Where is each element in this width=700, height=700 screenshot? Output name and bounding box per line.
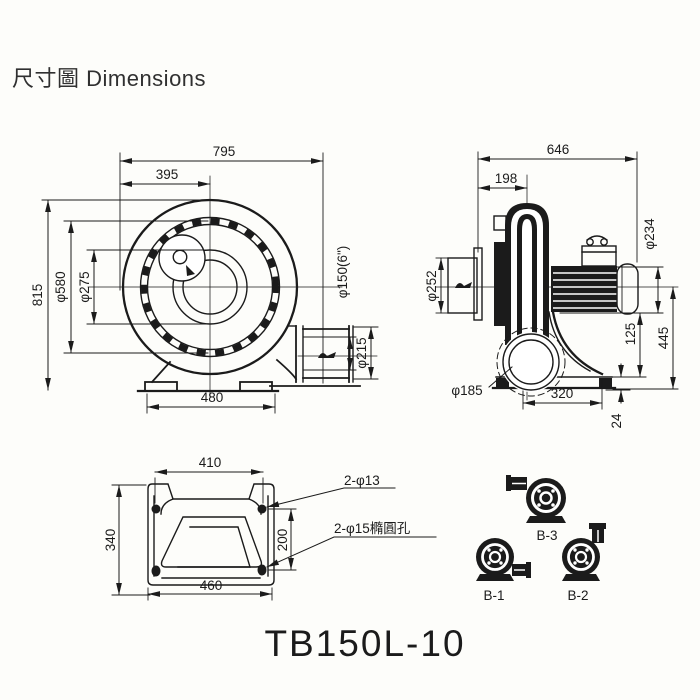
dim-base-width: 460	[200, 578, 223, 593]
orientation-b3: B-3	[506, 475, 566, 543]
dim-side-center-height: 445	[656, 327, 671, 350]
orientation-b2: B-2	[562, 523, 606, 603]
dim-front-foot-span: 480	[201, 390, 224, 405]
dim-side-base-thickness: 24	[609, 413, 624, 429]
dim-side-flange-to-center: 198	[495, 171, 518, 186]
front-view: 795 395 815 φ580 φ275 φ150(6")	[30, 144, 379, 414]
front-center-lines	[87, 175, 378, 398]
side-scroll-casing	[505, 203, 549, 351]
dim-front-inlet-flange: φ275	[77, 271, 92, 302]
model-number: TB150L-10	[264, 623, 465, 664]
front-outlet-duct	[295, 325, 357, 383]
mount-hole-oval	[257, 564, 267, 576]
label-oval-holes: 2-φ15橢圓孔	[334, 521, 411, 536]
mount-hole	[257, 504, 267, 514]
side-dimensions: 646 198 φ234 φ252 125 445	[424, 142, 679, 429]
orientation-b1: B-1	[476, 538, 531, 603]
dim-side-motor-to-base: 125	[623, 323, 638, 346]
mount-hole	[151, 504, 161, 514]
dim-side-base-length: 320	[551, 386, 574, 401]
front-feet	[136, 381, 361, 393]
base-plate-view: 410 340 200 460 2-φ13 2-φ15橢圓孔	[103, 455, 437, 601]
dim-front-overall-height: 815	[30, 284, 45, 307]
side-suction-inlet	[496, 327, 566, 397]
orientation-b1-label: B-1	[483, 588, 504, 603]
sheet-heading: 尺寸圖 Dimensions	[12, 66, 206, 91]
dim-front-flange-ring: φ580	[53, 271, 68, 302]
break-mark	[455, 282, 472, 288]
terminal-box	[581, 235, 617, 267]
motor-end-cap	[616, 263, 639, 315]
base-plate-dimensions: 410 340 200 460 2-φ13 2-φ15橢圓孔	[103, 455, 437, 601]
side-view: 646 198 φ234 φ252 125 445	[424, 142, 679, 429]
dim-side-motor-dia: φ234	[642, 218, 657, 250]
dim-side-outlet-flange: φ252	[424, 270, 439, 301]
front-scroll-housing	[121, 198, 299, 384]
orientation-icons: B-3 B-1 B-2	[476, 475, 606, 603]
dim-front-outlet-bore: φ150(6")	[335, 246, 350, 299]
side-motor	[551, 235, 639, 315]
dim-side-suction-dia: φ185	[451, 383, 482, 398]
front-dimensions: 795 395 815 φ580 φ275 φ150(6")	[30, 144, 379, 414]
mount-hole-oval	[151, 565, 161, 577]
side-outlet-port	[447, 215, 507, 326]
dim-base-hole-span: 410	[199, 455, 222, 470]
base-plate-outline	[147, 483, 275, 586]
orientation-b2-label: B-2	[567, 588, 588, 603]
orientation-b3-label: B-3	[536, 528, 557, 543]
label-round-holes: 2-φ13	[344, 473, 380, 488]
shaft-boss	[159, 235, 205, 281]
dim-base-depth: 340	[103, 529, 118, 552]
dim-front-outlet-flange: φ215	[354, 337, 369, 368]
dim-front-overall-width: 795	[213, 144, 236, 159]
dim-base-hole-pitch: 200	[275, 529, 290, 552]
break-mark	[318, 352, 336, 358]
dim-side-overall-length: 646	[547, 142, 570, 157]
dim-front-center-offset: 395	[156, 167, 179, 182]
